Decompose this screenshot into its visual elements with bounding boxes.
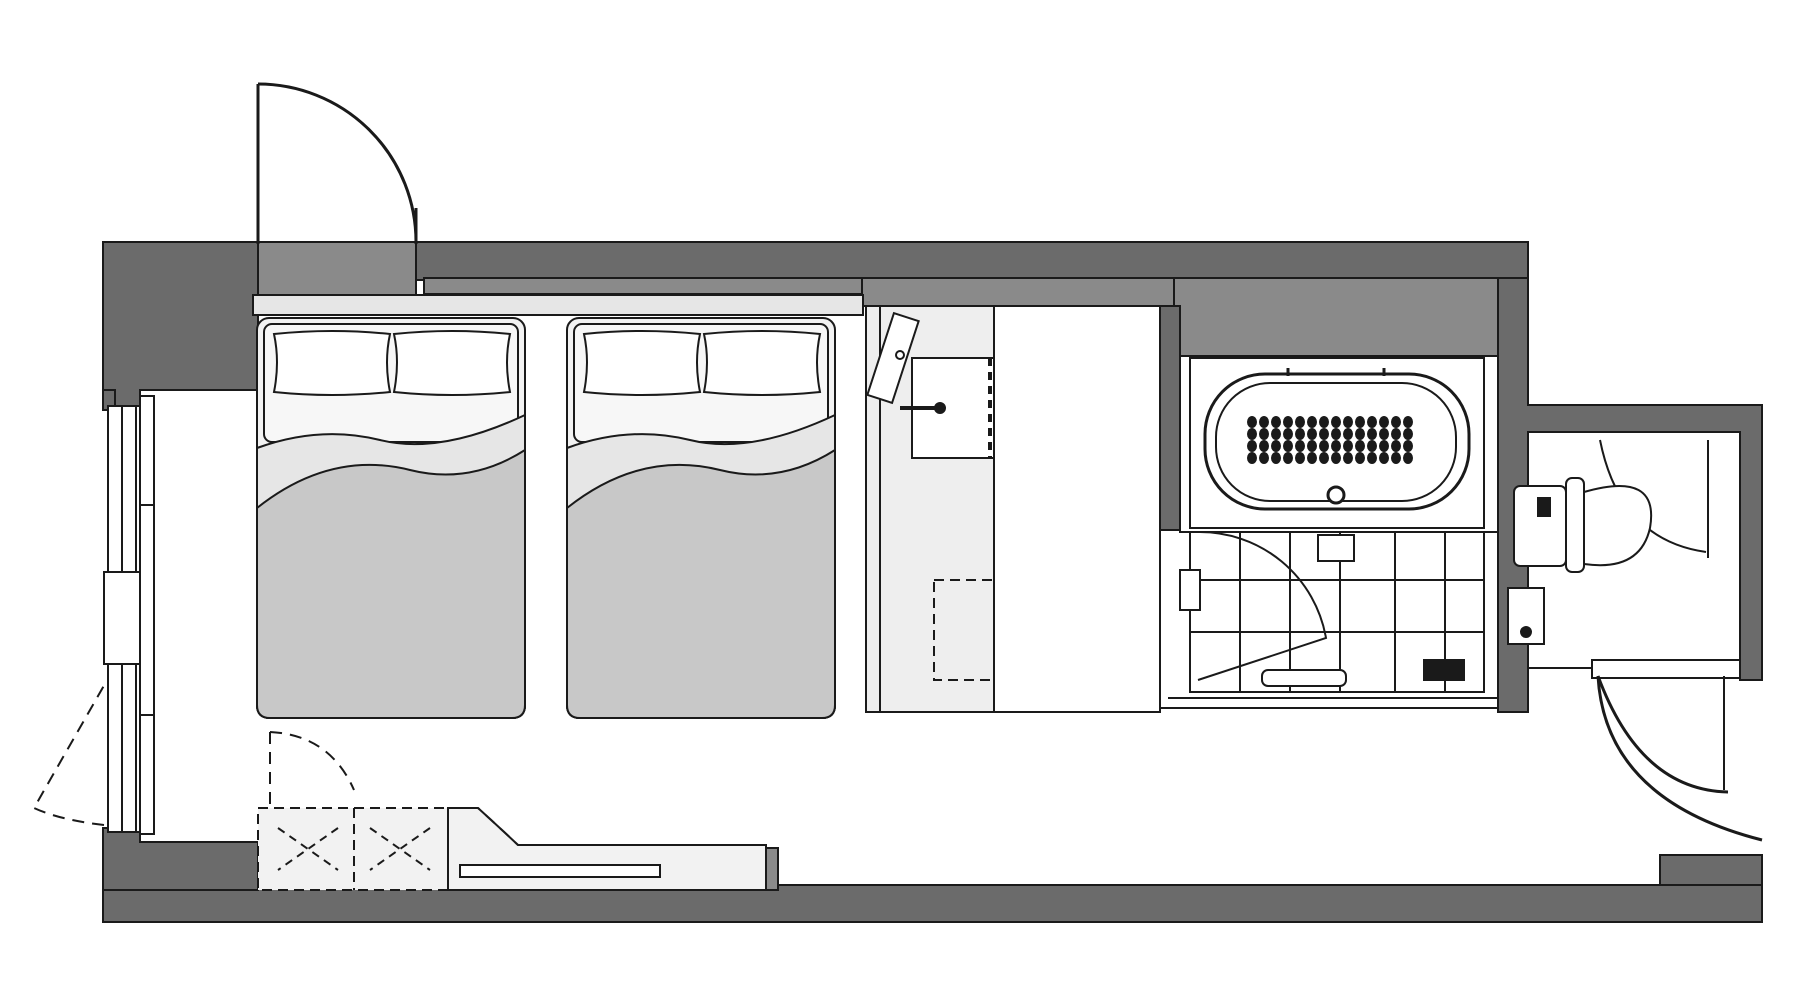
bath-mat-dot [1295,428,1305,440]
bath-mat-dot [1259,416,1269,428]
bath-mat-pattern [1247,416,1413,464]
bath-mat-dot [1343,428,1353,440]
shower-door-swing [1197,530,1328,681]
wall-top-inner [423,277,865,295]
pillow-icon [272,330,392,396]
bath-mat-dot [1391,428,1401,440]
bath-mat-dot [1379,416,1389,428]
bath-mat-dot [1283,440,1293,452]
bath-mat-dot [1295,440,1305,452]
luggage-rack [447,807,779,891]
shower-area [1179,530,1485,693]
bath-mat-dot [1391,416,1401,428]
shower-basket [1423,659,1465,681]
bath-mat-dot [1403,452,1413,464]
wall-bottom-left [102,827,259,891]
bath-mat-dot [1295,416,1305,428]
bath-mat-dot [1367,428,1377,440]
bath-mat-dot [1379,440,1389,452]
bath-mat-dot [1343,440,1353,452]
bath-mat-dot [1379,428,1389,440]
bath-mat-dot [1259,440,1269,452]
bath-mat-dot [1271,416,1281,428]
bath-mat-dot [1403,416,1413,428]
closet-door-swing [269,731,355,808]
wall-door-niche [257,241,417,299]
pillow-icon [702,330,822,396]
bath-mat-dot [1271,452,1281,464]
entry-door [256,82,418,244]
window-swing [32,681,107,826]
bath-mat-dot [1319,452,1329,464]
bath-mat-dot [1271,428,1281,440]
bath-mat-dot [1307,452,1317,464]
wall-bath-left [1173,277,1506,357]
bath-mat-dot [1259,428,1269,440]
bath-mat-dot [1343,452,1353,464]
bathroom-door [1591,659,1763,842]
bath-mat-dot [1367,440,1377,452]
bath-mat-dot [1355,428,1365,440]
bath-mat-dot [1283,452,1293,464]
bath-mat-dot [1331,416,1341,428]
bath-mat-dot [1403,440,1413,452]
wall-right-column [1497,277,1763,713]
pillow-icon [582,330,702,396]
wall-top-main [415,241,1529,281]
bath-mat-dot [1295,452,1305,464]
bath-mat-dot [1319,416,1329,428]
bath-mat-dot [1307,428,1317,440]
bath-mat-dot [1307,416,1317,428]
bed-left [256,317,526,719]
bed-cover [566,448,836,719]
toilet [1513,477,1653,573]
shower-drain-icon [1317,534,1355,562]
wall-bottom [102,884,1763,923]
floor-panel [993,305,1161,713]
bath-mat-dot [1319,428,1329,440]
drain-icon [1326,485,1346,505]
desk-lamp [866,311,920,405]
headboard [252,294,864,316]
bath-mat-dot [1343,416,1353,428]
bath-mat-dot [1283,428,1293,440]
desk [865,305,1033,713]
bed-right [566,317,836,719]
bath-mat-dot [1355,416,1365,428]
closet [257,731,449,891]
bed-cover [256,448,526,719]
bath-mat-dot [1331,428,1341,440]
wall-top-left [102,241,259,409]
toilet-sink [1507,587,1545,645]
wall-bath-top [861,277,1175,307]
bath-mat-dot [1403,428,1413,440]
bath-mat-dot [1367,452,1377,464]
bath-mat-dot [1367,416,1377,428]
bath-mat-dot [1331,440,1341,452]
wall-bath-left-side [1157,305,1181,531]
shower-bench [1261,669,1347,687]
pillow-icon [392,330,512,396]
bath-mat-dot [1391,452,1401,464]
bath-mat-dot [1259,452,1269,464]
bath-mat-dot [1283,416,1293,428]
bath-mat-dot [1391,440,1401,452]
bath-mat-dot [1307,440,1317,452]
bath-mat-dot [1247,416,1257,428]
bath-mat-dot [1379,452,1389,464]
bath-mat-dot [1319,440,1329,452]
bath-mat-dot [1355,440,1365,452]
bath-mat-dot [1355,452,1365,464]
bath-mat-dot [1247,452,1257,464]
bath-mat-dot [1247,440,1257,452]
shower-mixer [1179,569,1201,611]
bath-mat-dot [1247,428,1257,440]
bath-mat-dot [1271,440,1281,452]
bath-mat-dot [1331,452,1341,464]
window [103,395,155,835]
